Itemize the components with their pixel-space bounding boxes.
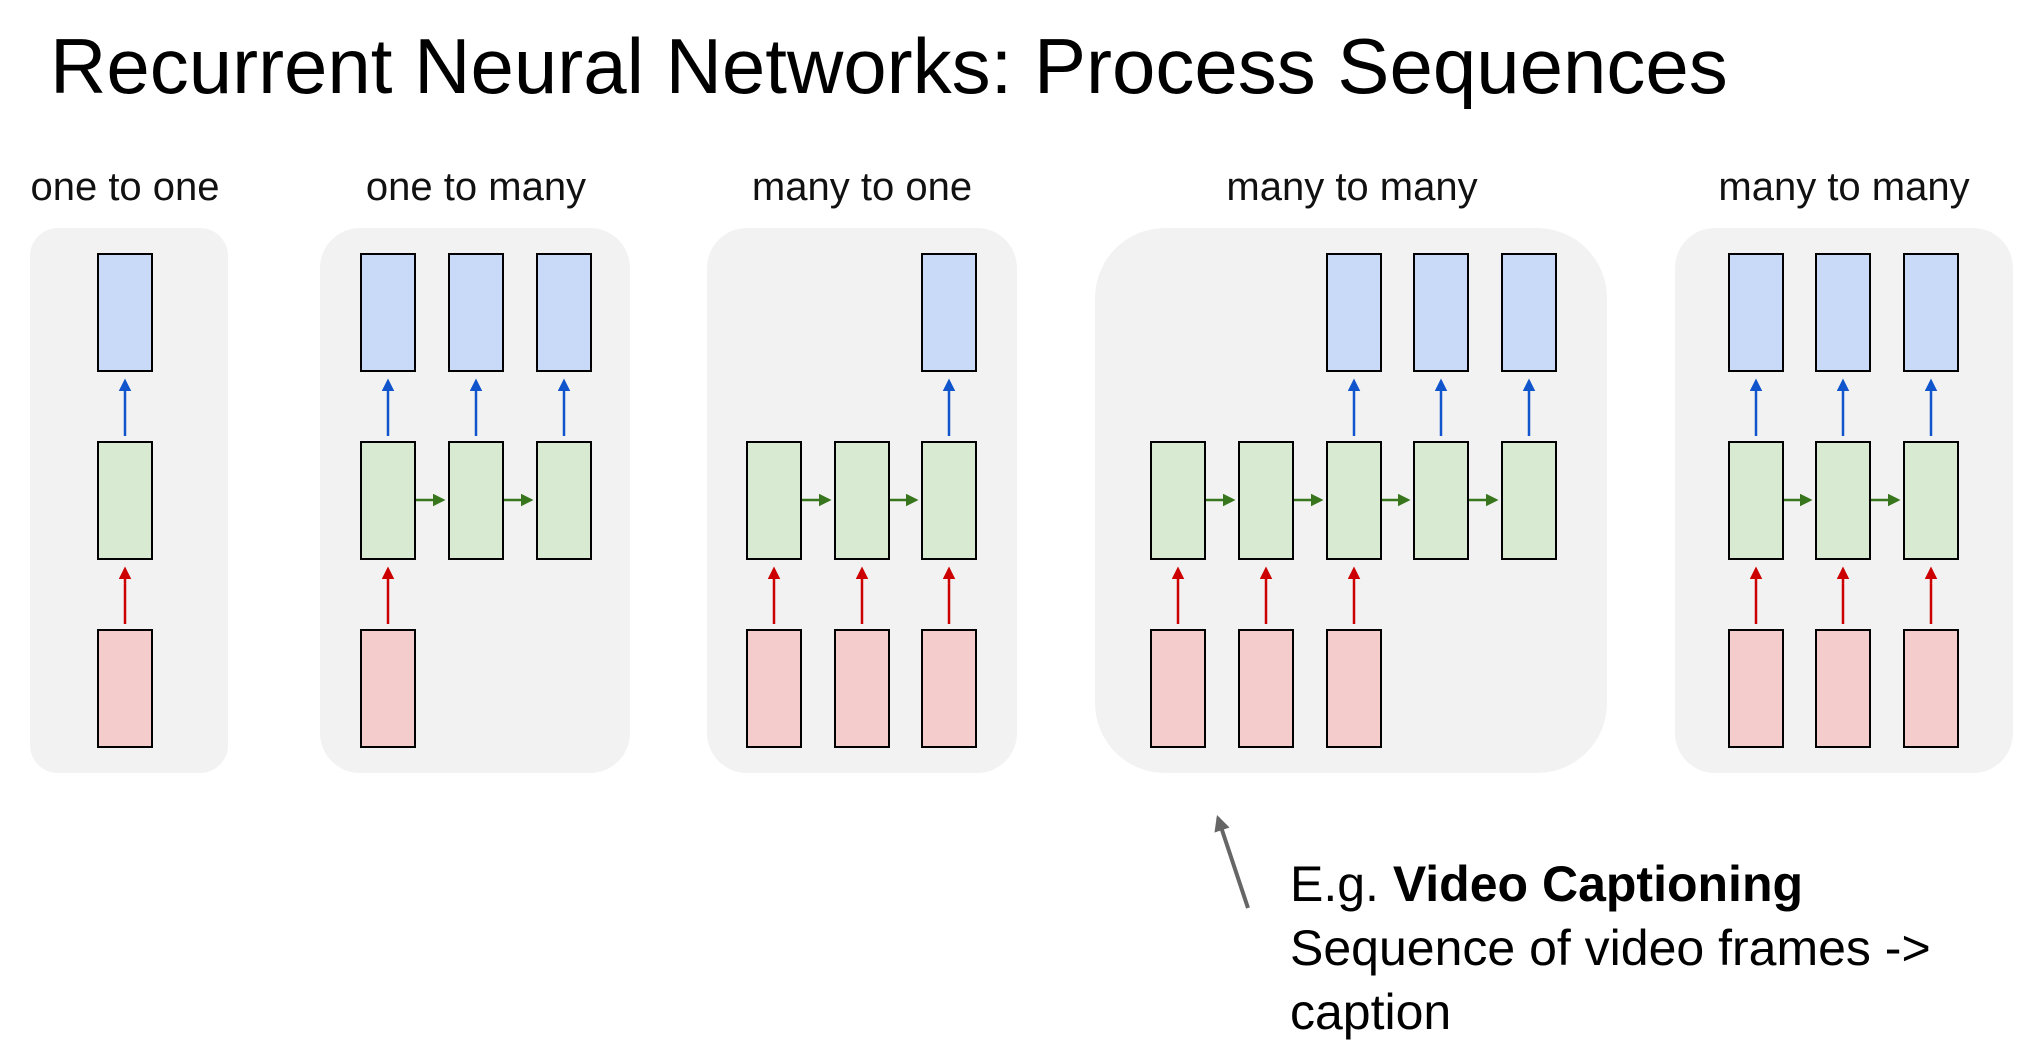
- panel-many-to-many-delayed: many to many: [1095, 165, 1607, 773]
- slide-title: Recurrent Neural Networks: Process Seque…: [50, 22, 1728, 110]
- input-box: [1238, 629, 1294, 748]
- note-highlight: Video Captioning: [1392, 856, 1804, 912]
- input-box: [1728, 629, 1784, 748]
- hidden-box: [1150, 441, 1206, 560]
- hidden-box: [746, 441, 802, 560]
- hidden-box: [1815, 441, 1871, 560]
- panel-label: many to one: [752, 165, 972, 209]
- hidden-box: [360, 441, 416, 560]
- hidden-box: [1728, 441, 1784, 560]
- panel-one-to-one: one to one: [30, 165, 228, 773]
- hidden-box: [1413, 441, 1469, 560]
- hidden-box: [1326, 441, 1382, 560]
- hidden-box: [448, 441, 504, 560]
- hidden-box: [1501, 441, 1557, 560]
- input-box: [1150, 629, 1206, 748]
- hidden-box: [97, 441, 153, 560]
- note-line-2: Sequence of video frames ->: [1290, 920, 1931, 976]
- note-line-1: E.g. Video Captioning: [1290, 852, 1931, 916]
- output-box: [1501, 253, 1557, 372]
- panel-one-to-many: one to many: [320, 165, 630, 773]
- panel-label: one to many: [366, 165, 586, 209]
- output-box: [1326, 253, 1382, 372]
- hidden-box: [921, 441, 977, 560]
- output-box: [448, 253, 504, 372]
- panel-label: many to many: [1718, 165, 1969, 209]
- output-box: [536, 253, 592, 372]
- panel-label: many to many: [1226, 165, 1477, 209]
- output-box: [1413, 253, 1469, 372]
- output-box: [97, 253, 153, 372]
- input-box: [1903, 629, 1959, 748]
- panel-many-to-one: many to one: [707, 165, 1017, 773]
- pointer-arrow: [1214, 814, 1250, 909]
- output-box: [921, 253, 977, 372]
- output-box: [1728, 253, 1784, 372]
- input-box: [1815, 629, 1871, 748]
- hidden-box: [834, 441, 890, 560]
- output-box: [1815, 253, 1871, 372]
- panel-label: one to one: [30, 165, 219, 209]
- panel-many-to-many-synced: many to many: [1675, 165, 2013, 773]
- hidden-box: [536, 441, 592, 560]
- note-prefix: E.g.: [1290, 856, 1393, 912]
- annotation-note: E.g. Video Captioning Sequence of video …: [1290, 852, 1931, 1044]
- output-box: [360, 253, 416, 372]
- input-box: [746, 629, 802, 748]
- input-box: [1326, 629, 1382, 748]
- input-box: [921, 629, 977, 748]
- input-box: [360, 629, 416, 748]
- input-box: [834, 629, 890, 748]
- hidden-box: [1903, 441, 1959, 560]
- note-line-3: caption: [1290, 984, 1452, 1040]
- hidden-box: [1238, 441, 1294, 560]
- input-box: [97, 629, 153, 748]
- output-box: [1903, 253, 1959, 372]
